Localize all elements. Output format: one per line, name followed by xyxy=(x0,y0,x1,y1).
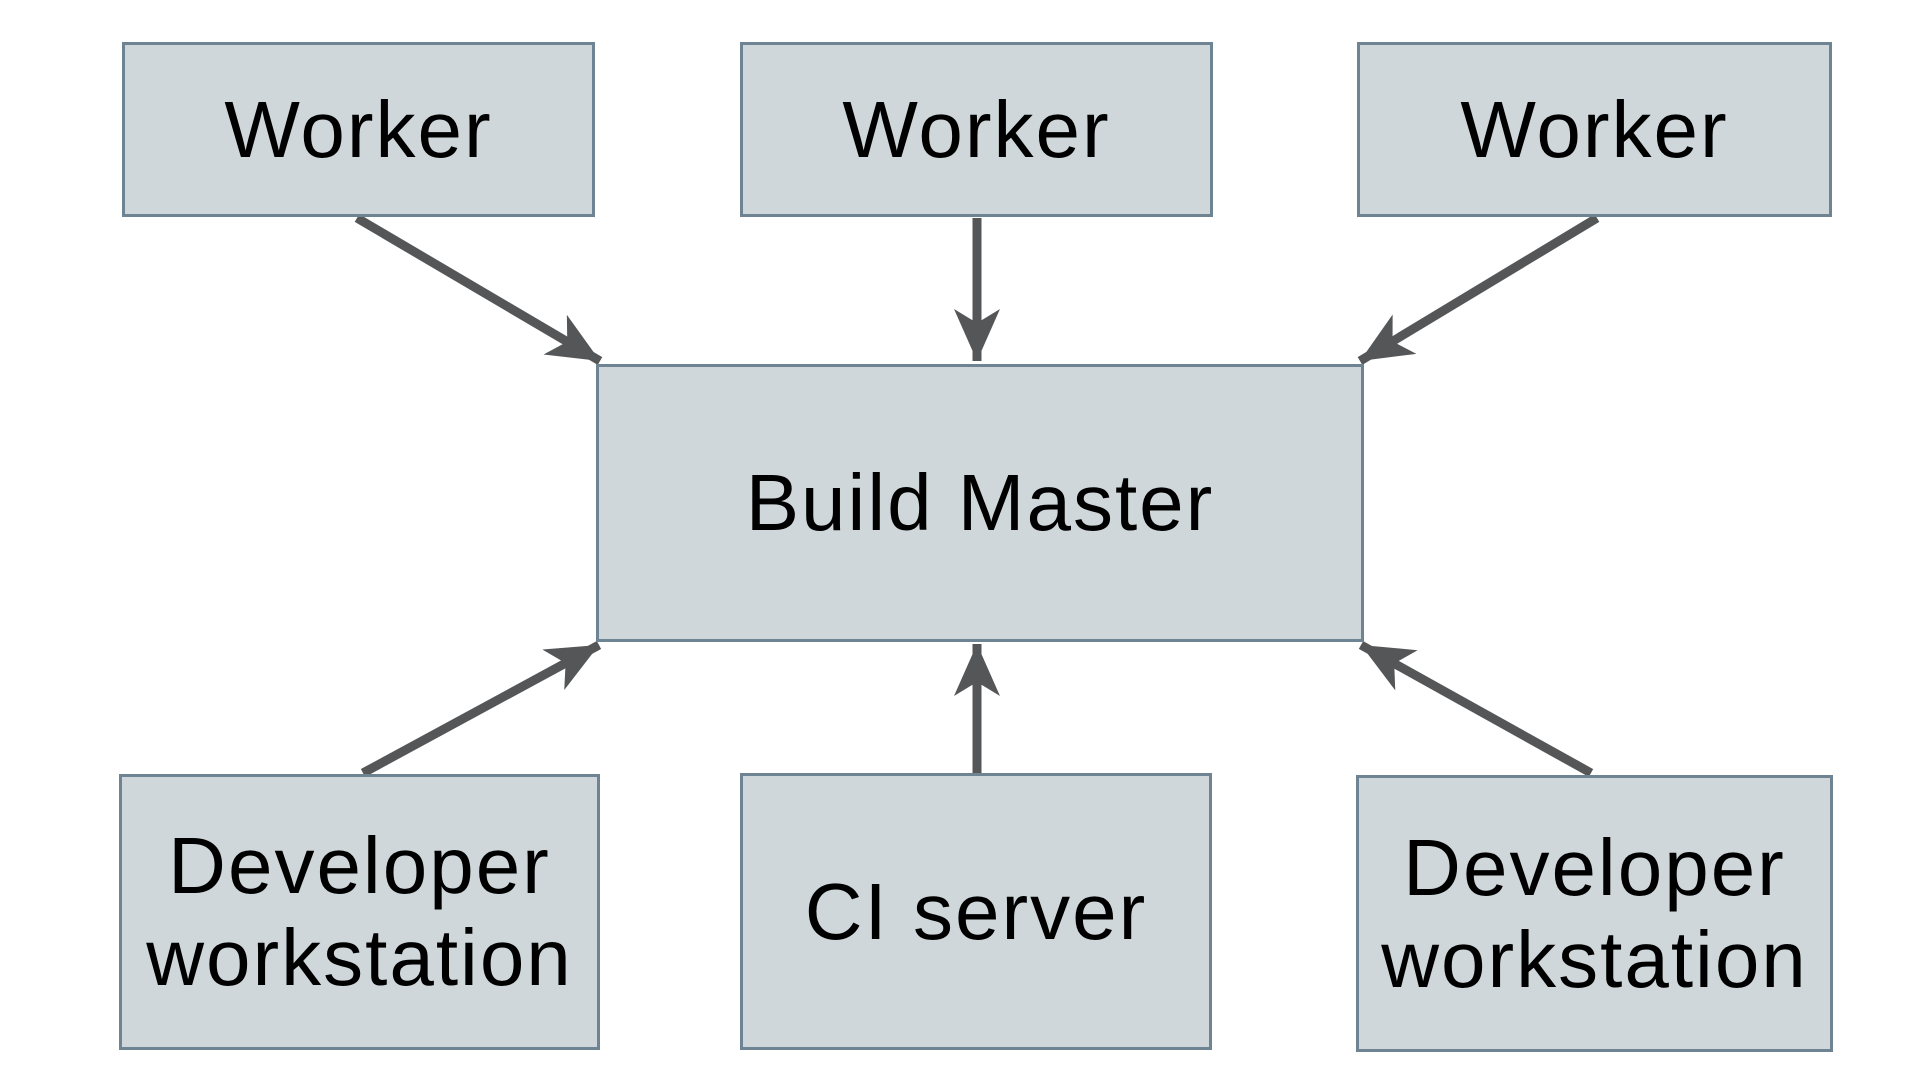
arrow-developer-workstation-left-to-build-master xyxy=(360,641,602,777)
node-developer-workstation-left-label: Developer workstation xyxy=(146,821,573,1002)
node-developer-workstation-right: Developer workstation xyxy=(1356,775,1833,1052)
node-worker-3: Worker xyxy=(1357,42,1832,217)
node-developer-workstation-left: Developer workstation xyxy=(119,774,600,1050)
node-worker-2-label: Worker xyxy=(842,84,1111,174)
node-build-master-label: Build Master xyxy=(745,458,1215,547)
node-worker-2: Worker xyxy=(740,42,1213,217)
node-build-master: Build Master xyxy=(596,364,1364,642)
node-ci-server-label: CI server xyxy=(804,866,1148,956)
node-worker-1-label: Worker xyxy=(224,84,493,174)
node-ci-server: CI server xyxy=(740,773,1212,1050)
arrow-worker-3-to-build-master xyxy=(1357,214,1600,365)
arrow-developer-workstation-right-to-build-master xyxy=(1358,641,1594,777)
node-worker-1: Worker xyxy=(122,42,595,217)
node-worker-3-label: Worker xyxy=(1460,84,1729,174)
node-developer-workstation-right-label: Developer workstation xyxy=(1381,822,1808,1004)
arrow-worker-1-to-build-master xyxy=(354,214,603,365)
